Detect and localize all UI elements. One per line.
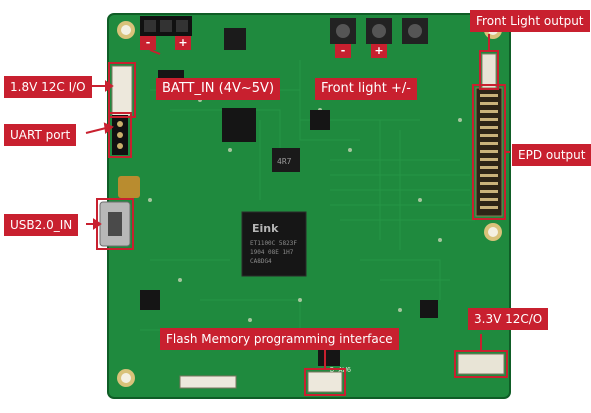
highlight-epd	[472, 84, 506, 220]
label-usb: USB2.0_IN	[4, 214, 79, 236]
highlight-flash	[304, 368, 346, 396]
label-flash-programming: Flash Memory programming interface	[160, 328, 399, 350]
label-3v3-i2c: 3.3V 12C/O	[468, 308, 549, 330]
label-batt-in: BATT_IN (4V~5V)	[156, 78, 281, 100]
batt-plus-pad: +	[175, 36, 191, 50]
label-front-light-output: Front Light output	[470, 10, 590, 32]
highlight-1v8-connector	[108, 62, 136, 118]
front-light-minus-pad: -	[335, 44, 351, 58]
highlight-front-light-output	[479, 50, 499, 90]
main-controller-chip	[241, 211, 307, 277]
batt-minus-pad: -	[140, 36, 156, 50]
inductor-text: 4R7	[277, 157, 292, 166]
label-1v8-i2c: 1.8V 12C I/O	[4, 76, 92, 98]
front-light-plus-pad: +	[371, 44, 387, 58]
label-epd-output: EPD output	[512, 144, 591, 166]
label-uart: UART port	[4, 124, 77, 146]
svg-text:1904 08E 1H7: 1904 08E 1H7	[250, 249, 294, 256]
svg-text:CA8DG4: CA8DG4	[250, 258, 272, 265]
svg-text:Eink: Eink	[252, 222, 279, 235]
silk-label: D-AW6	[330, 366, 351, 374]
svg-text:ET1100C 5823F: ET1100C 5823F	[250, 240, 297, 247]
highlight-3v3-connector	[454, 350, 508, 378]
label-front-light-pm: Front light +/-	[315, 78, 417, 100]
highlight-uart	[108, 112, 132, 158]
